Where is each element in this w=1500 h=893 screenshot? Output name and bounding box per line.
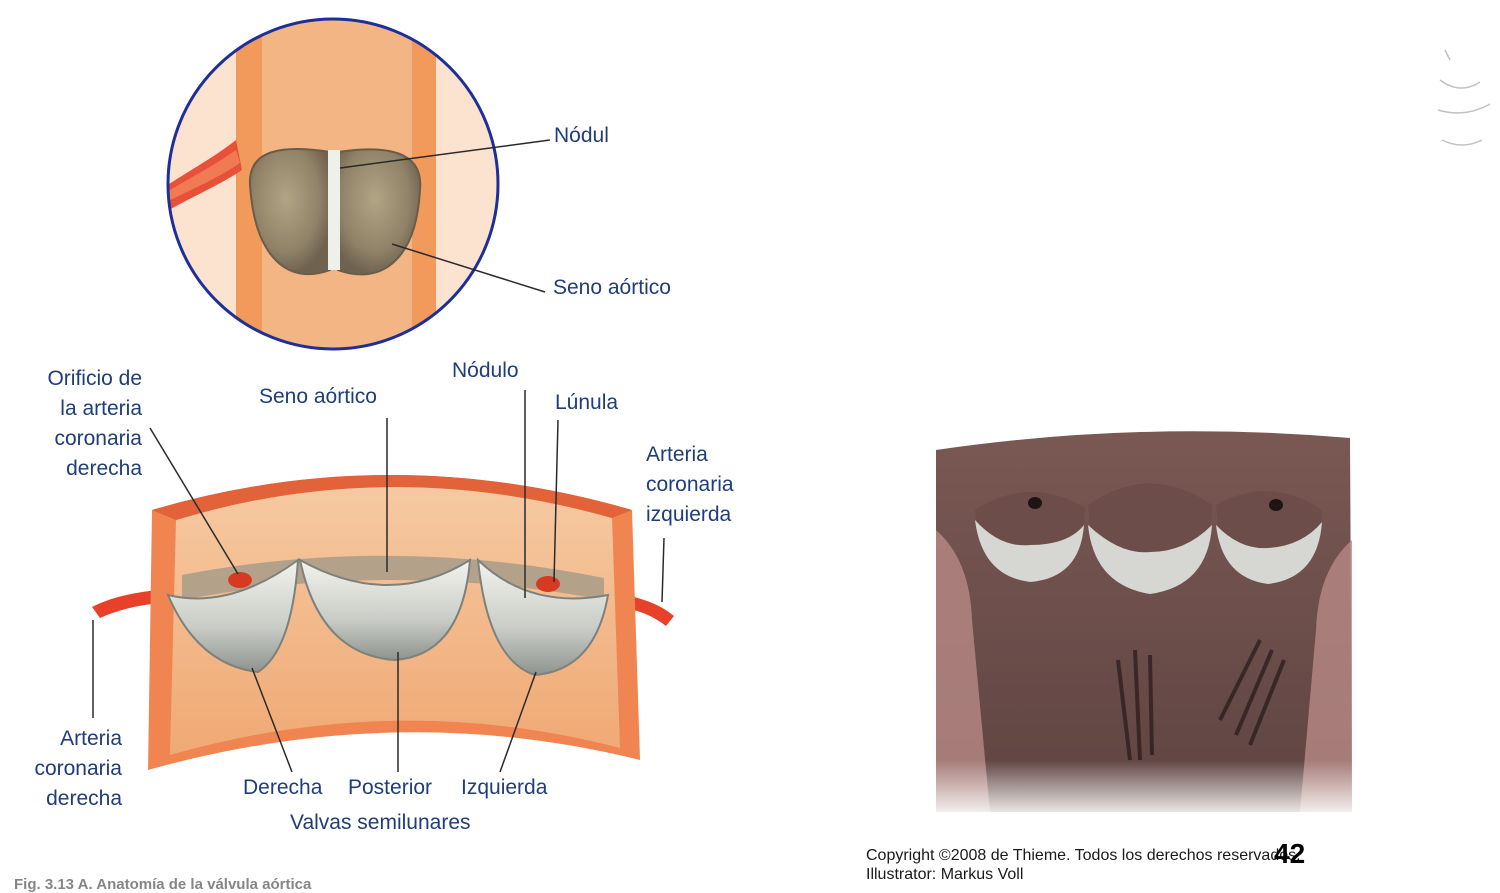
label-nodulo: Nódulo: [452, 359, 519, 382]
label-valvas-semilunares: Valvas semilunares: [290, 811, 471, 834]
figure-caption: Fig. 3.13 A. Anatomía de la válvula aórt…: [14, 876, 312, 893]
label-arteria-izq-line-1: Arteria: [646, 443, 708, 466]
label-orificio-line-4: derecha: [66, 457, 142, 480]
label-arteria-der-line-3: derecha: [46, 787, 122, 810]
page-number: 42: [1274, 838, 1306, 869]
copyright-notice: Copyright ©2008 de Thieme. Todos los der…: [866, 846, 1301, 884]
label-seno-aortico-top: Seno aórtico: [553, 276, 671, 299]
label-cusp-izquierda: Izquierda: [461, 776, 548, 799]
opened-valve-drawing: [92, 475, 674, 770]
label-arteria-coronaria-derecha: Arteria coronaria derecha: [6, 724, 122, 814]
label-cusp-derecha: Derecha: [243, 776, 323, 799]
label-arteria-der-line-2: coronaria: [34, 757, 122, 780]
label-arteria-der-line-1: Arteria: [60, 727, 122, 750]
label-nodulo-top: Nódul: [554, 124, 609, 147]
label-arteria-izq-line-2: coronaria: [646, 473, 734, 496]
leader-lines: [92, 139, 665, 773]
circle-detail: [166, 17, 500, 351]
label-lunula: Lúnula: [555, 391, 619, 414]
copyright-line-2: Illustrator: Markus Voll: [866, 866, 1024, 883]
label-cusp-posterior: Posterior: [348, 776, 433, 799]
handwritten-mark: [1437, 49, 1491, 146]
copyright-line-1: Copyright ©2008 de Thieme. Todos los der…: [866, 847, 1301, 864]
label-orificio-line-2: la arteria: [60, 397, 142, 420]
label-orificio-line-3: coronaria: [54, 427, 142, 450]
label-arteria-izq-line-3: izquierda: [646, 503, 732, 526]
label-arteria-coronaria-izquierda: Arteria coronaria izquierda: [646, 440, 734, 530]
valve-photo: [930, 431, 1360, 820]
label-orificio-arteria-coronaria-derecha: Orificio de la arteria coronaria derecha: [16, 364, 142, 484]
label-seno-aortico: Seno aórtico: [259, 385, 377, 408]
label-orificio-line-1: Orificio de: [47, 367, 142, 390]
